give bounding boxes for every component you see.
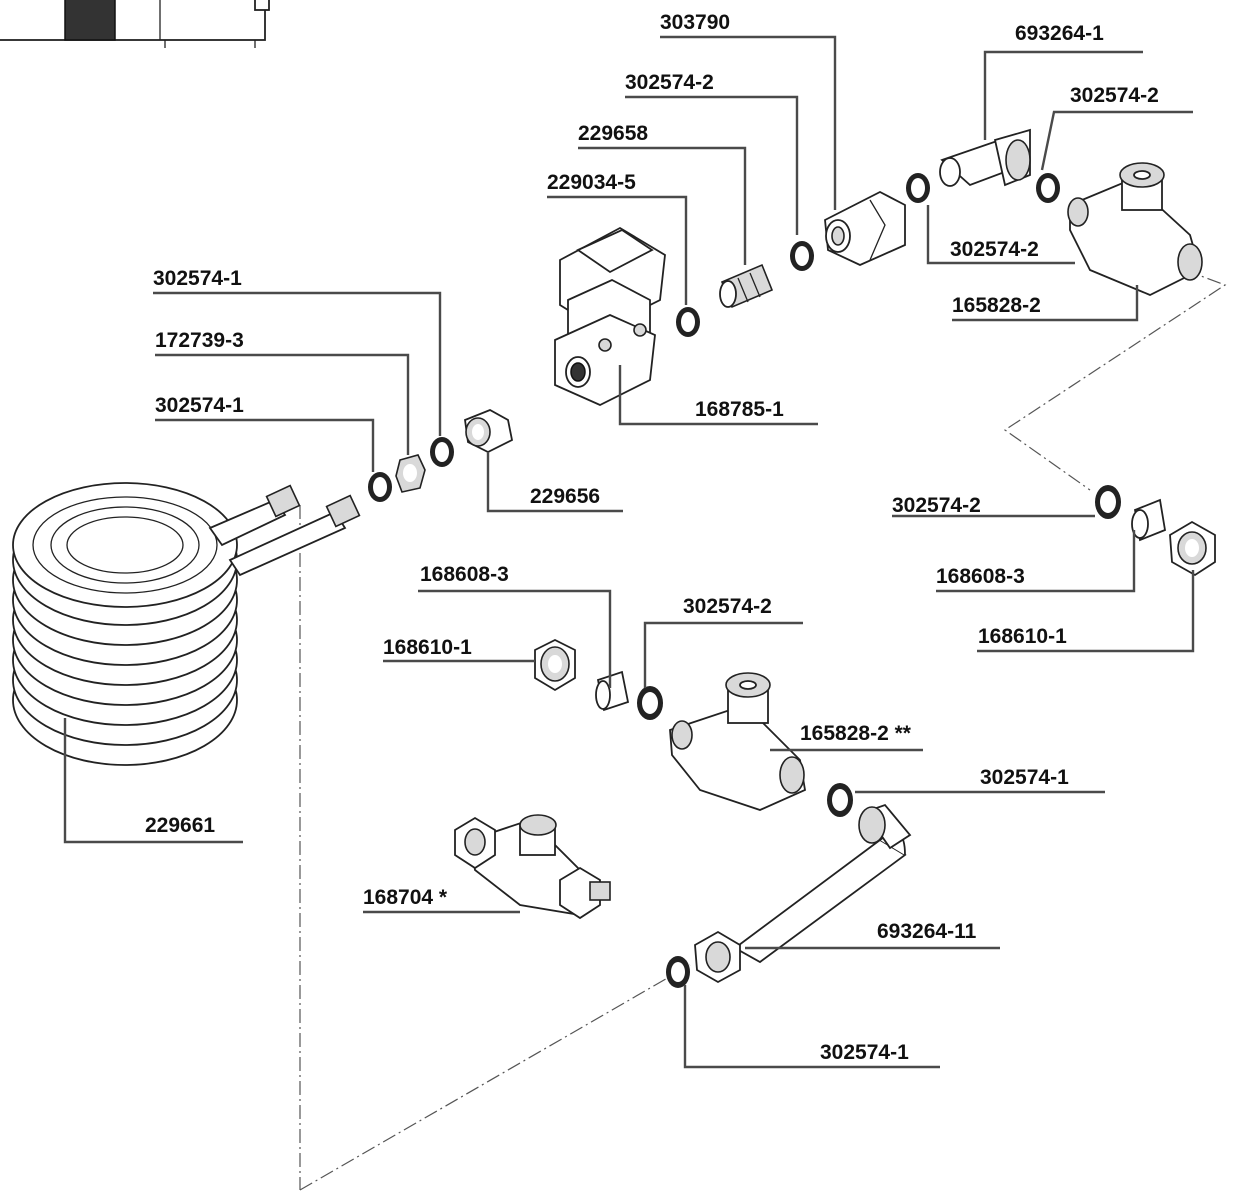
label-302574-1-b: 302574-1 bbox=[155, 394, 244, 417]
label-165828-2-a: 165828-2 bbox=[952, 294, 1041, 317]
label-302574-2-e: 302574-2 bbox=[683, 595, 772, 618]
regulator-165828-2-middle bbox=[669, 672, 807, 811]
fitting-229656 bbox=[464, 409, 514, 454]
coil-thread-1 bbox=[265, 484, 301, 518]
cropped-component-top-left bbox=[0, 0, 270, 48]
label-303790: 303790 bbox=[660, 11, 730, 34]
seal-ring-302574-1-d bbox=[666, 956, 690, 988]
seal-ring-302574-1-c bbox=[827, 783, 853, 817]
seal-ring-302574-2-b bbox=[906, 173, 930, 203]
pipe-693264-11 bbox=[694, 803, 912, 984]
label-302574-2-c: 302574-2 bbox=[950, 238, 1039, 261]
label-302574-2-a: 302574-2 bbox=[625, 71, 714, 94]
label-229034-5: 229034-5 bbox=[547, 171, 636, 194]
coil-thread-2 bbox=[325, 494, 361, 528]
label-302574-1-d: 302574-1 bbox=[820, 1041, 909, 1064]
label-302574-1-c: 302574-1 bbox=[980, 766, 1069, 789]
nut-172739-3 bbox=[395, 454, 426, 493]
seal-ring-302574-2-d bbox=[1095, 485, 1121, 519]
label-302574-2-d: 302574-2 bbox=[892, 494, 981, 517]
seal-ring-302574-2-top-right bbox=[1036, 173, 1060, 203]
label-165828-2-b: 165828-2 ** bbox=[800, 722, 912, 745]
label-168608-3-a: 168608-3 bbox=[420, 563, 509, 586]
seal-ring-302574-1-a bbox=[430, 437, 454, 467]
label-229656: 229656 bbox=[530, 485, 600, 508]
valve-body-303790 bbox=[824, 190, 906, 266]
regulator-165828-2-top bbox=[1067, 162, 1203, 296]
solenoid-valve bbox=[554, 226, 666, 406]
label-168785-1: 168785-1 bbox=[695, 398, 784, 421]
part-number-labels: 303790 693264-1 302574-2 302574-2 229658… bbox=[145, 11, 1159, 1064]
label-302574-2-b: 302574-2 bbox=[1070, 84, 1159, 107]
nut-168610-1-right bbox=[1169, 520, 1216, 577]
seal-ring-302574-1-b bbox=[368, 472, 392, 502]
nipple-229658 bbox=[719, 263, 774, 309]
heat-exchanger-coil bbox=[12, 482, 361, 766]
seal-ring-302574-2-a bbox=[790, 241, 814, 271]
assembly-center-lines bbox=[299, 269, 1227, 1191]
label-302574-1-a: 302574-1 bbox=[153, 267, 242, 290]
nut-168610-1-middle bbox=[534, 638, 576, 692]
seal-ring-302574-2-e bbox=[637, 686, 663, 720]
label-168608-3-b: 168608-3 bbox=[936, 565, 1025, 588]
sleeve-168608-3-right bbox=[1131, 498, 1167, 542]
label-693264-11: 693264-11 bbox=[877, 920, 977, 943]
seal-ring-302574-2-c bbox=[676, 307, 700, 337]
sleeve-168608-3-middle bbox=[595, 670, 630, 712]
label-693264-1: 693264-1 bbox=[1015, 22, 1104, 45]
label-168610-1-a: 168610-1 bbox=[383, 636, 472, 659]
label-229661: 229661 bbox=[145, 814, 215, 837]
label-229658: 229658 bbox=[578, 122, 648, 145]
label-172739-3: 172739-3 bbox=[155, 329, 244, 352]
leader-lines bbox=[63, 35, 1195, 1069]
t-valve-168704 bbox=[454, 814, 611, 920]
elbow-693264-1 bbox=[939, 128, 1031, 187]
label-168610-1-b: 168610-1 bbox=[978, 625, 1067, 648]
label-168704: 168704 * bbox=[363, 886, 448, 909]
